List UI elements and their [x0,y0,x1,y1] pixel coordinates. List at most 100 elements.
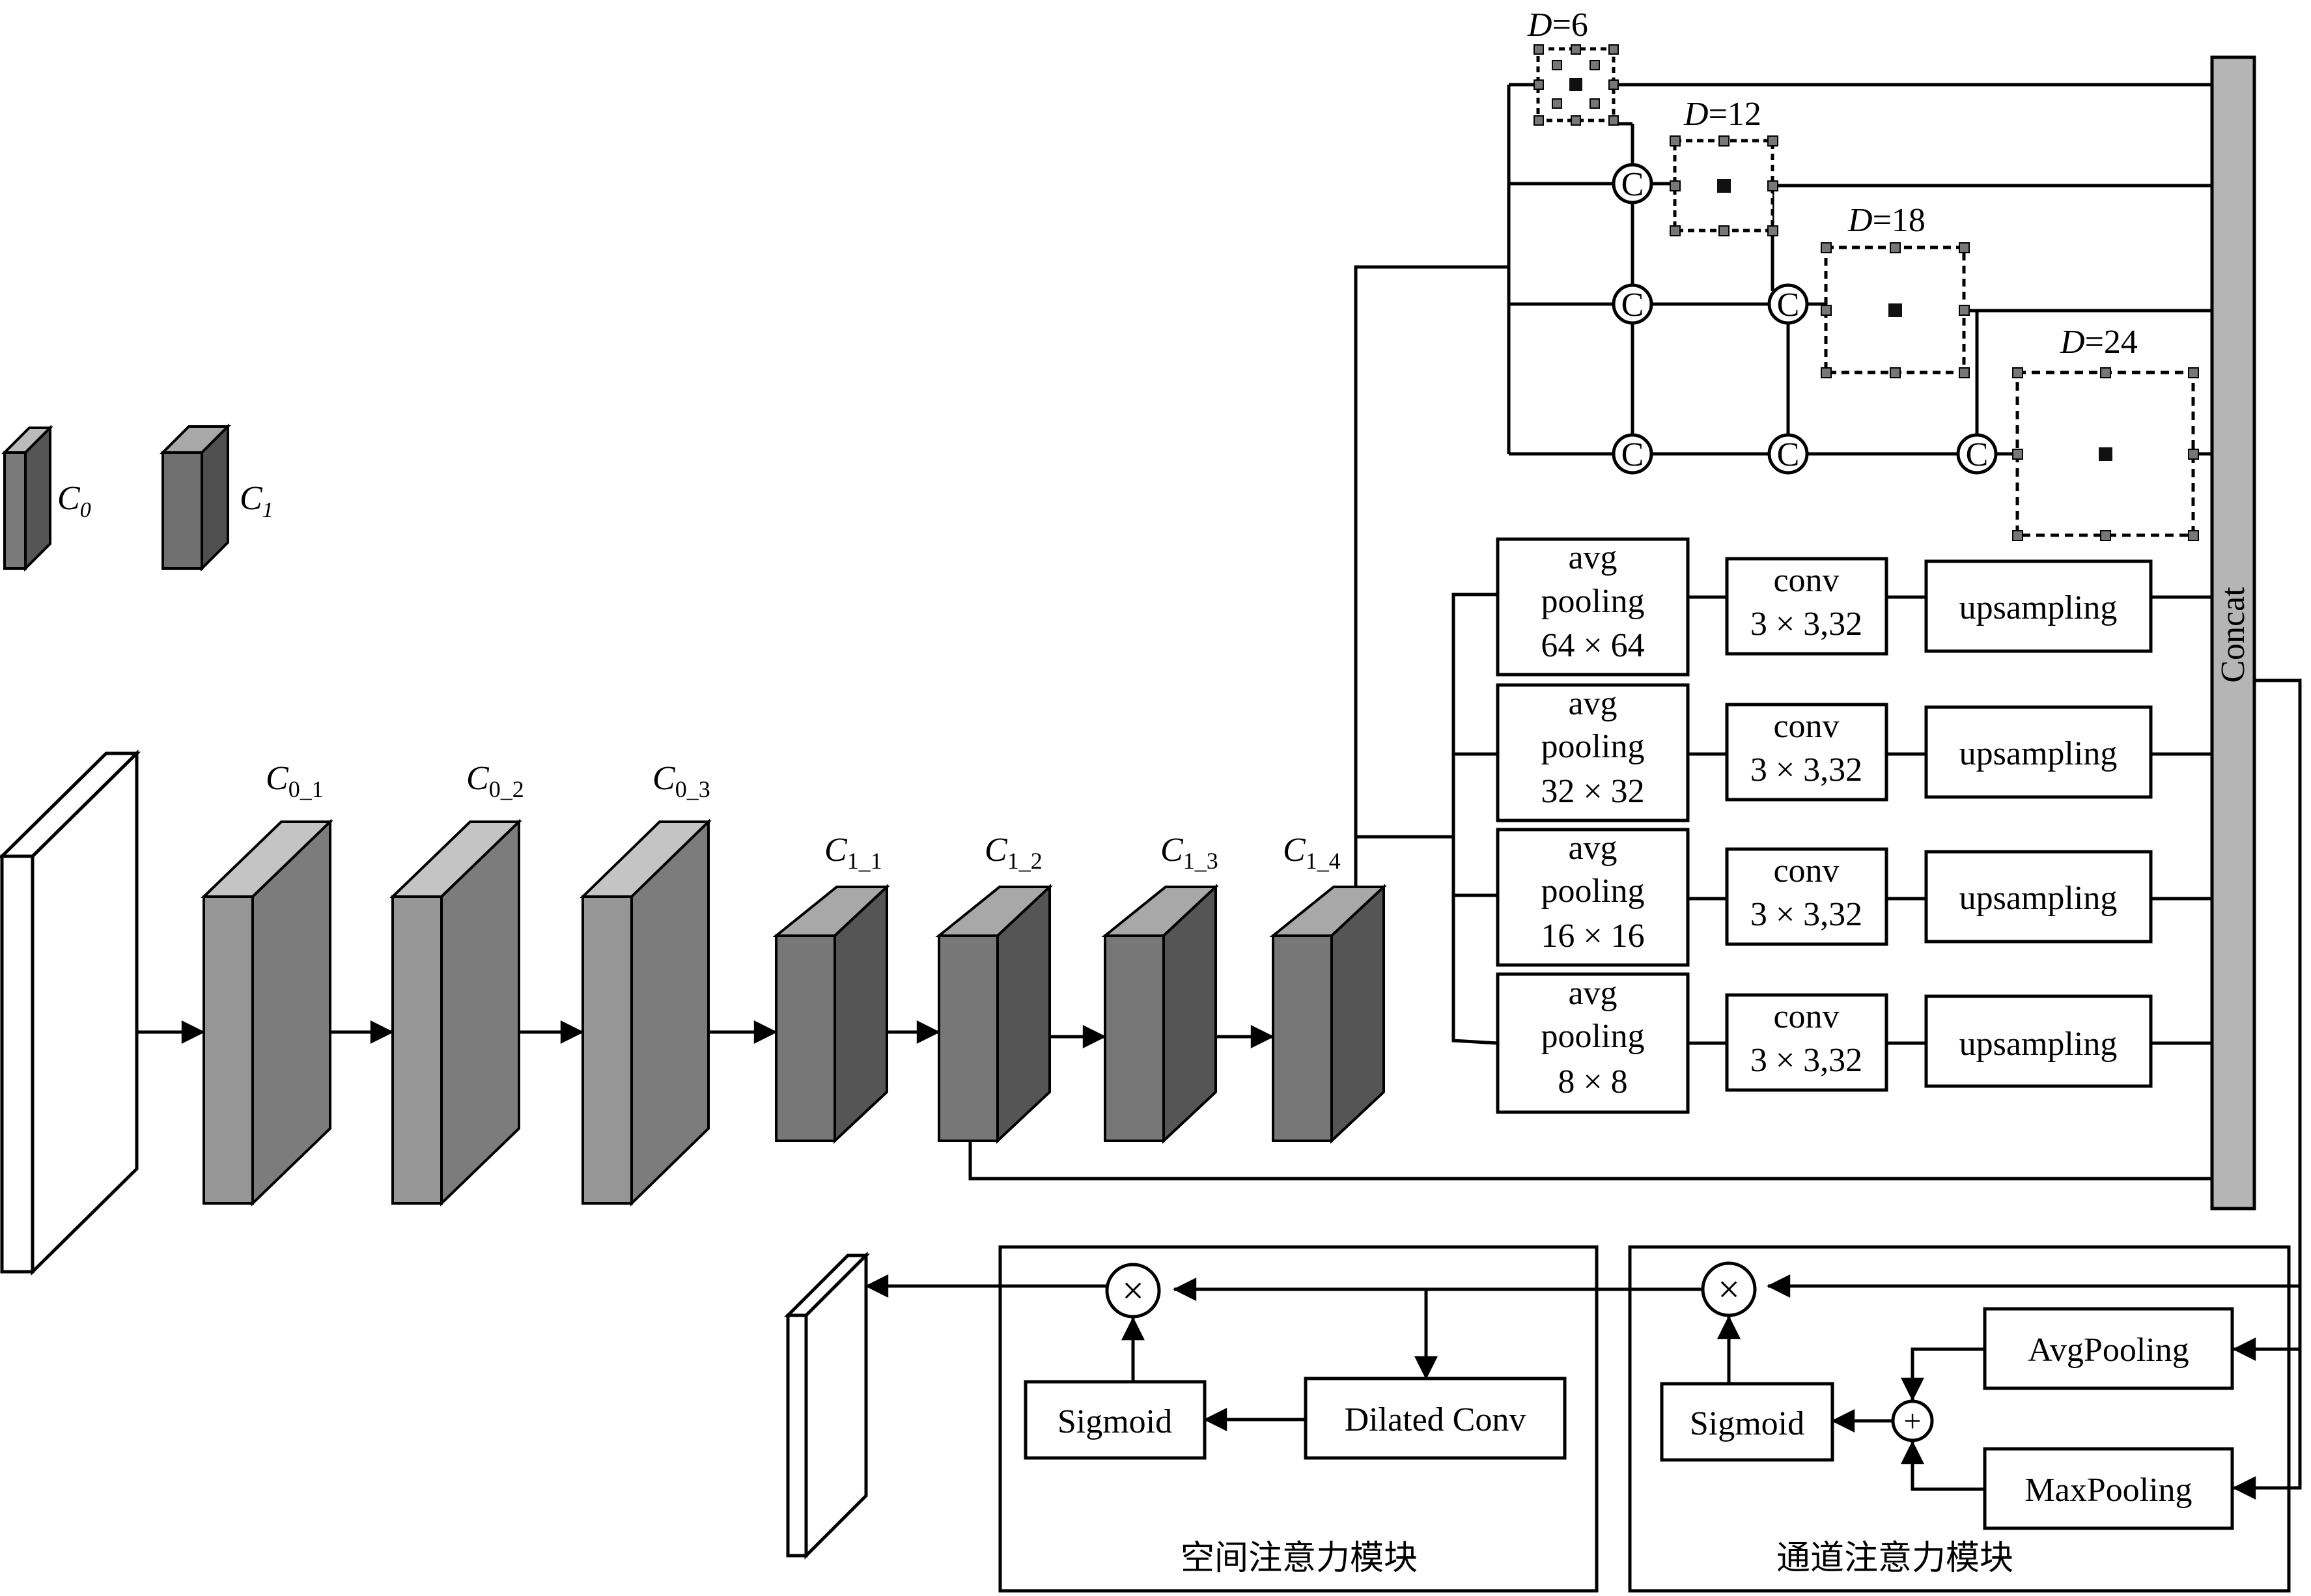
svg-text:32 × 32: 32 × 32 [1541,773,1644,810]
avg-pooling-64-box [1496,537,1690,677]
concat-node-r4c1: C [1612,433,1653,475]
svg-text:pooling: pooling [1541,1018,1645,1055]
svg-text:+: + [1903,1404,1921,1438]
d18-label: D=18 [1847,202,1926,239]
encoder-labels: C0_1 C0_2 C0_3 C1_1 C1_2 C1_3 C1_4 [266,760,1341,874]
skip-connection [968,1141,2212,1181]
concat-nodes: C C C C C C [1612,163,1998,475]
pool-branch-1: avg pooling 64 × 64 conv 3 × 3,32 upsamp… [1496,537,2212,677]
pool-branch-4: avg pooling 8 × 8 conv 3 × 3,32 upsampli… [1496,972,2212,1114]
avg-pooling-box [1983,1307,2234,1390]
channel-module-title: 通道注意力模块 [1776,1539,2013,1578]
channel-sigmoid-box [1660,1382,1834,1462]
conv-box-3 [1725,847,1888,946]
concat-node-r3c1: C [1612,283,1653,325]
legend-c1: C1 [160,423,273,572]
max-pooling-box [1983,1447,2234,1530]
legend-c1-label: C1 [240,480,273,522]
conv-box-2 [1725,703,1888,802]
concat-node-r4c2: C [1767,433,1809,475]
svg-text:3 × 3,32: 3 × 3,32 [1750,896,1862,933]
encoder-block-c1-2 [935,884,1054,1144]
pooling-bus [1451,593,1498,1045]
svg-text:C: C [1777,287,1800,324]
svg-text:upsampling: upsampling [1959,735,2118,772]
svg-text:Sigmoid: Sigmoid [1057,1403,1172,1440]
encoder-block-c1-4 [1269,884,1388,1144]
svg-text:pooling: pooling [1541,728,1645,765]
concat-output-line [2232,679,2302,1500]
svg-text:C: C [1621,436,1644,473]
legend-c0: C0 [1,425,91,572]
concat-bar: Concat [2210,55,2256,1211]
svg-text:avg: avg [1568,830,1617,867]
concat-node-r4c3: C [1956,433,1998,475]
label-c0-2: C0_2 [466,760,524,802]
encoder-block-c1-3 [1101,884,1220,1144]
svg-text:3 × 3,32: 3 × 3,32 [1750,1042,1862,1079]
upsampling-box-2 [1924,705,2153,799]
svg-text:64 × 64: 64 × 64 [1541,627,1644,664]
upsampling-box-4 [1924,994,2153,1088]
label-c0-1: C0_1 [266,760,324,802]
dilated-kernel-d6: D=6 [1527,7,1619,126]
label-c1-1: C1_1 [824,832,882,874]
encoder-block-c0-2 [389,819,522,1207]
avg-pooling-32-box [1496,683,1690,822]
concat-node-r3c2: C [1767,283,1809,325]
svg-text:C: C [1966,436,1989,473]
channel-attention-module: AvgPooling MaxPooling Sigmoid + × 通道注意力模… [1628,1245,2291,1593]
encoder-block-c1-1 [772,884,891,1144]
svg-text:avg: avg [1568,975,1617,1012]
legend-c0-label: C0 [57,480,91,522]
svg-text:avg: avg [1568,539,1617,576]
encoder-block-c0-3 [580,819,712,1207]
label-c1-4: C1_4 [1283,832,1341,874]
encoder-block-c0-1 [201,819,333,1207]
svg-text:16 × 16: 16 × 16 [1541,917,1644,955]
concat-node-r2c1: C [1612,163,1653,204]
svg-text:×: × [1122,1269,1144,1312]
label-c0-3: C0_3 [652,760,710,802]
input-feature-map [0,749,141,1276]
svg-text:MaxPooling: MaxPooling [2024,1472,2192,1509]
svg-text:AvgPooling: AvgPooling [2028,1332,2189,1369]
svg-text:Sigmoid: Sigmoid [1690,1405,1804,1442]
dilated-kernel-d18: D=18 [1821,202,1970,378]
svg-text:C: C [1621,166,1644,203]
output-feature-map [783,1251,871,1560]
svg-text:conv: conv [1773,998,1839,1035]
svg-text:pooling: pooling [1541,583,1645,620]
conv-box-4 [1725,993,1888,1092]
svg-text:conv: conv [1773,562,1839,599]
upsampling-box-1 [1924,559,2153,653]
d6-label: D=6 [1527,7,1588,44]
dilated-kernel-d24: D=24 [2012,324,2199,541]
svg-text:upsampling: upsampling [1959,880,2118,917]
svg-text:conv: conv [1773,708,1839,745]
svg-text:avg: avg [1568,685,1617,722]
add-node [1891,1399,1934,1442]
svg-text:3 × 3,32: 3 × 3,32 [1750,606,1862,643]
spatial-module-title: 空间注意力模块 [1181,1539,1418,1578]
spatial-multiply-node [1105,1263,1161,1319]
upsampling-box-3 [1924,850,2153,944]
pool-branch-2: avg pooling 32 × 32 conv 3 × 3,32 upsamp… [1496,683,2212,822]
svg-text:3 × 3,32: 3 × 3,32 [1750,751,1862,789]
svg-text:C: C [1777,436,1800,473]
conv-box-1 [1725,557,1888,656]
label-c1-2: C1_2 [985,832,1043,874]
svg-text:upsampling: upsampling [1959,589,2118,626]
d12-label: D=12 [1683,96,1761,133]
concat-label: Concat [2215,587,2252,683]
svg-text:C: C [1621,287,1644,324]
svg-text:pooling: pooling [1541,873,1645,910]
spatial-attention-module: × Sigmoid Dilated Conv 空间注意力模块 [998,1245,1599,1593]
dilated-kernel-d12: D=12 [1670,96,1778,236]
encoder-arrows [137,1020,1274,1048]
svg-text:upsampling: upsampling [1959,1026,2118,1063]
svg-text:×: × [1718,1268,1740,1311]
label-c1-3: C1_3 [1160,832,1218,874]
svg-text:conv: conv [1773,852,1839,889]
